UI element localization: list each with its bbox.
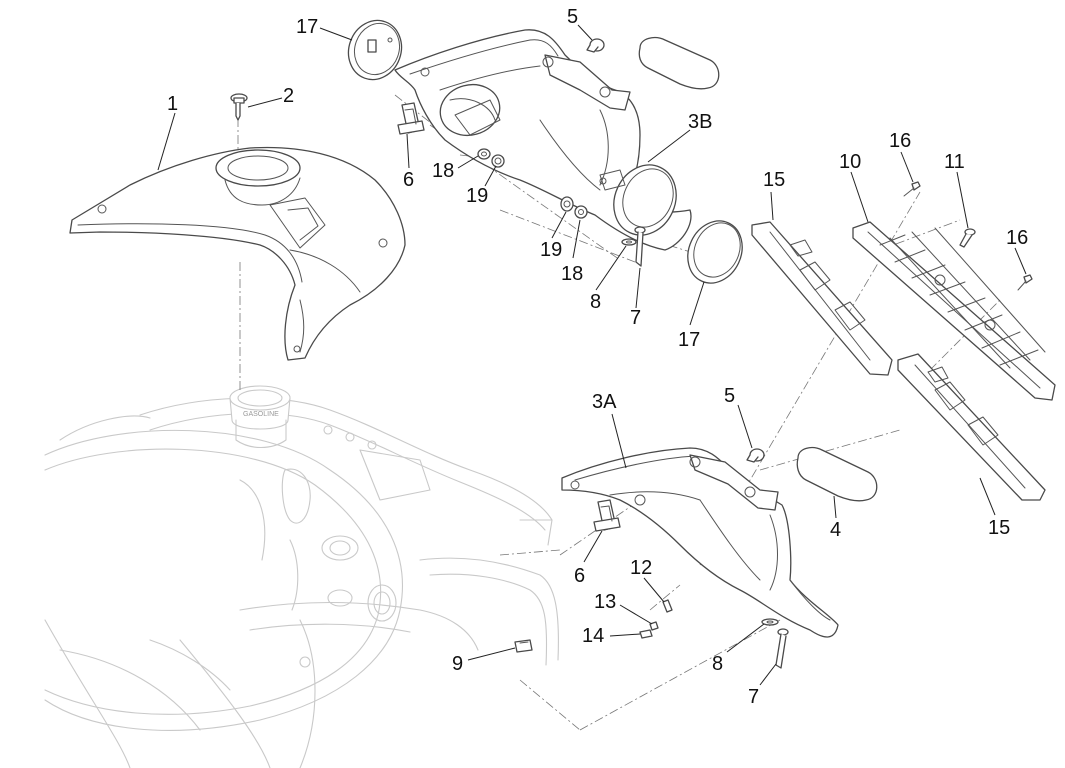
part-cap-17-top	[347, 19, 403, 81]
callout-15-top: 15	[763, 169, 785, 191]
callout-11: 11	[944, 151, 965, 173]
part-fender-3a	[561, 447, 839, 638]
fuel-cap-label: GASOLINE	[243, 411, 279, 418]
callout-5-lower: 5	[724, 385, 735, 407]
part-plate-bracket-10	[852, 221, 1056, 401]
callout-2: 2	[283, 85, 294, 107]
part-cap-17-lower	[687, 220, 743, 284]
part-plate-holder-15-lower	[897, 353, 1046, 501]
callout-18-top: 18	[432, 160, 454, 182]
callout-3b: 3B	[688, 111, 712, 133]
callout-labels: 1 2 17 5 3B 6 18 19 19 18 8 7 17 15 10 1…	[167, 6, 1028, 708]
part-12	[662, 599, 673, 613]
part-14	[639, 629, 653, 639]
part-9	[514, 639, 533, 653]
callout-17-top: 17	[296, 16, 318, 38]
part-screw-7-top	[634, 226, 646, 267]
part-screw-7-lower	[775, 628, 789, 669]
part-washers-18-19-mid	[560, 196, 588, 219]
callout-12: 12	[630, 557, 652, 579]
part-reflector-top	[638, 37, 720, 90]
part-screw-5-lower	[746, 448, 765, 463]
leader-lines	[157, 24, 1027, 686]
part-rear-inner-cover	[69, 146, 406, 361]
part-washer-8-lower	[761, 618, 779, 626]
callout-8-lower: 8	[712, 653, 723, 675]
part-washers-18-19-top	[477, 148, 505, 168]
callout-10: 10	[839, 151, 861, 173]
fuel-cap-ghost: GASOLINE	[229, 385, 291, 449]
callout-7-top: 7	[630, 307, 641, 329]
callout-7-lower: 7	[748, 686, 759, 708]
callout-13: 13	[594, 591, 616, 613]
callout-6-lower: 6	[574, 565, 585, 587]
part-washer-8-top	[621, 238, 637, 246]
callout-8-top: 8	[590, 291, 601, 313]
scooter-frame-ghost: GASOLINE	[44, 385, 559, 768]
callout-9: 9	[452, 653, 463, 675]
callout-4: 4	[830, 519, 841, 541]
callout-19-top: 19	[466, 185, 488, 207]
part-screw-16-right	[1017, 274, 1033, 291]
callout-15-lower: 15	[988, 517, 1010, 539]
part-reflector-4	[796, 447, 878, 502]
callout-17-lower: 17	[678, 329, 700, 351]
callout-3a: 3A	[592, 391, 617, 413]
part-plate-holder-15-top	[751, 221, 893, 376]
callout-19-mid: 19	[540, 239, 562, 261]
part-clip-6-top	[397, 102, 425, 135]
part-fender-3b	[394, 29, 692, 251]
callout-18-mid: 18	[561, 263, 583, 285]
part-screw-16-top	[903, 181, 921, 197]
part-clip-6-lower	[593, 499, 621, 532]
callout-1: 1	[167, 93, 178, 115]
callout-14: 14	[582, 625, 604, 647]
callout-5-top: 5	[567, 6, 578, 28]
callout-16-top: 16	[889, 130, 911, 152]
part-rivet-11	[959, 228, 976, 248]
callout-16-right: 16	[1006, 227, 1028, 249]
part-screw-5-top	[586, 38, 605, 53]
part-screw-2	[230, 93, 248, 121]
callout-6-top: 6	[403, 169, 414, 191]
